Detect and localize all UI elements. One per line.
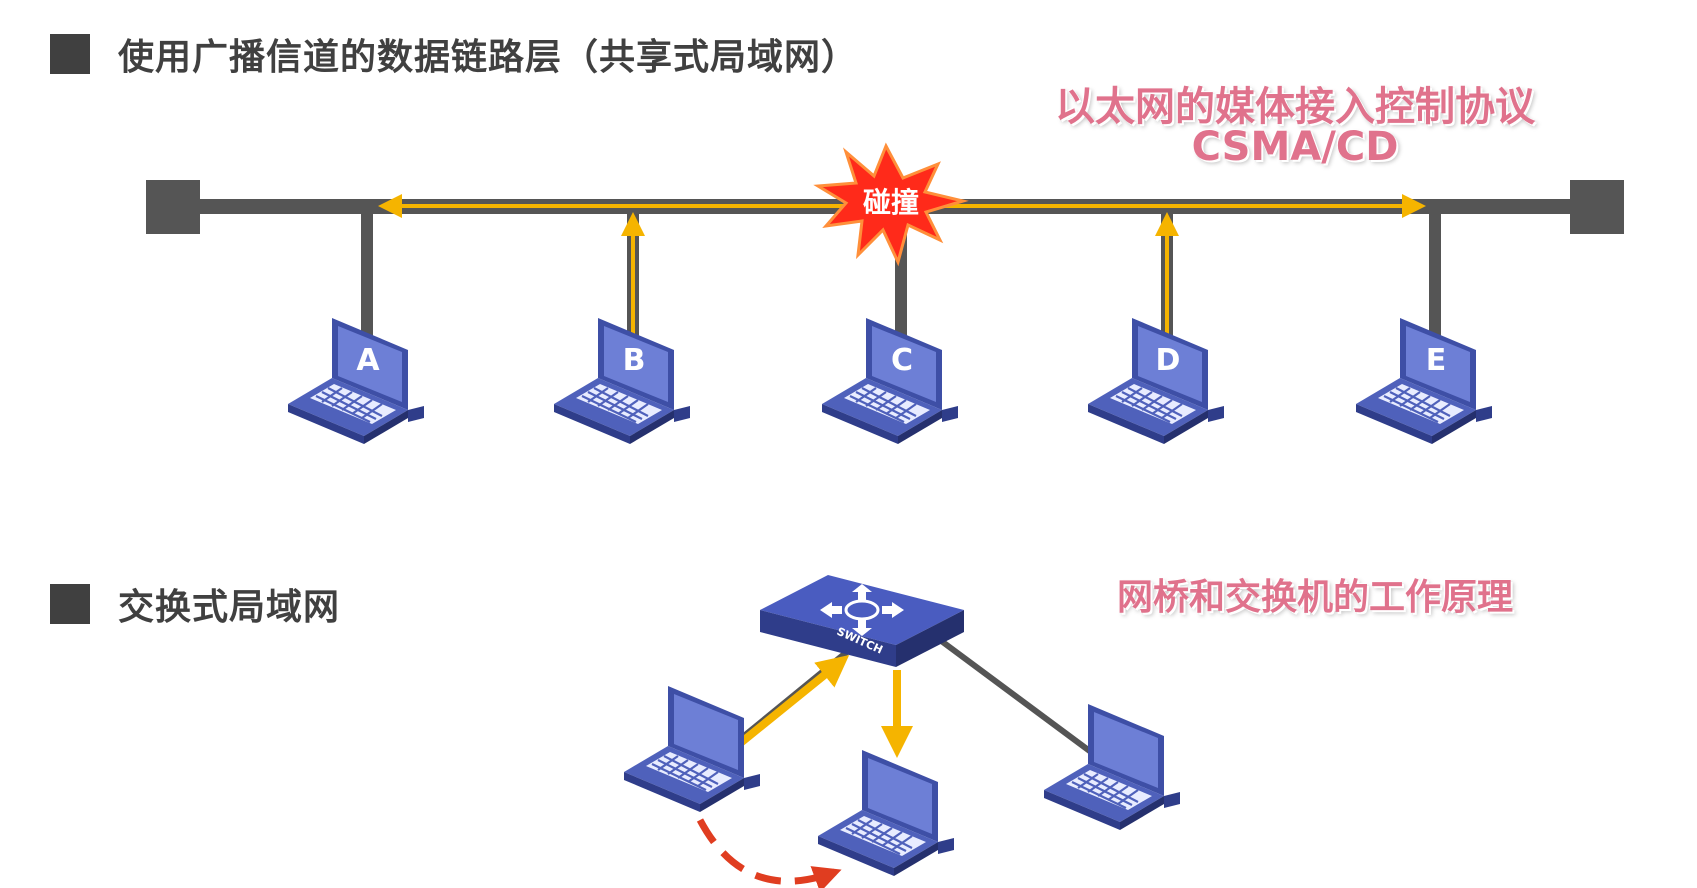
- laptop-a: A: [286, 316, 426, 446]
- collision-burst: [813, 142, 969, 267]
- bridge-switch-title: 网桥和交换机的工作原理: [1116, 577, 1513, 618]
- host-label-b: B: [623, 343, 646, 378]
- heading-text: 使用广播信道的数据链路层（共享式局域网）: [118, 37, 859, 78]
- host-label-a: A: [356, 343, 380, 378]
- heading-bullet: [50, 34, 90, 74]
- drop-cable-a: [361, 214, 373, 344]
- collision-label: 碰撞: [863, 186, 919, 219]
- heading-text: 交换式局域网: [118, 587, 341, 628]
- host-label-c: C: [891, 343, 913, 378]
- section-heading-switched-lan: 交换式局域网: [50, 578, 340, 630]
- host-label-d: D: [1156, 343, 1181, 378]
- host-label-e: E: [1426, 343, 1447, 378]
- switch-device: SWITCH: [760, 575, 964, 667]
- laptop-c: C: [820, 316, 960, 446]
- laptop-receiver: [816, 748, 956, 878]
- switch-arrows-icon: [820, 584, 904, 636]
- heading-bullet: [50, 584, 90, 624]
- direct-path-dashed-arrow: [696, 818, 842, 888]
- laptop-b: B: [552, 316, 692, 446]
- laptop-d: D: [1086, 316, 1226, 446]
- laptop-e: E: [1354, 316, 1494, 446]
- laptop-sender: [622, 684, 762, 814]
- frame-arrow-to-switch: [735, 654, 850, 749]
- laptop-other: [1042, 702, 1182, 832]
- drop-cable-e: [1429, 214, 1441, 344]
- csma-cd-title: CSMA/CD: [1191, 124, 1399, 170]
- mac-protocol-title: 以太网的媒体接入控制协议: [1055, 84, 1535, 130]
- section-heading-shared-lan: 使用广播信道的数据链路层（共享式局域网）: [50, 28, 858, 80]
